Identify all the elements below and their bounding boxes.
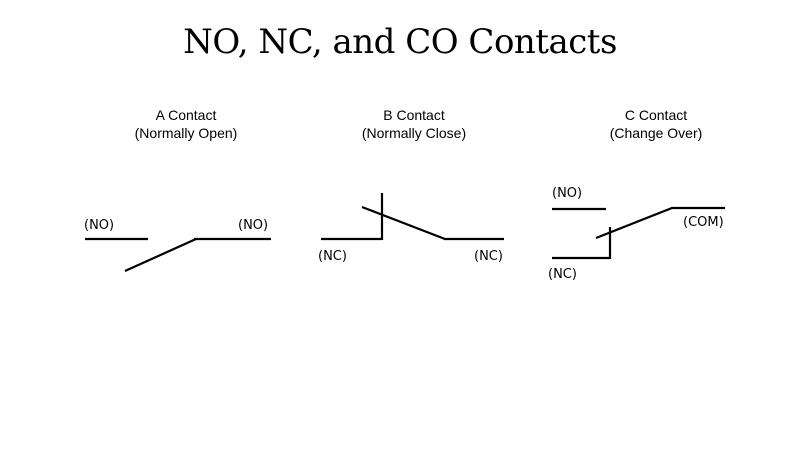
contact-c-nc-label: (NC)	[548, 267, 577, 282]
contact-b-left-label: (NC)	[318, 249, 347, 264]
contact-c-com-label: (COM)	[683, 215, 724, 230]
contact-c-symbol	[552, 206, 725, 260]
contact-a-left-label: (NO)	[84, 218, 115, 233]
contact-b-name: B Contact	[383, 107, 445, 123]
contact-b-heading: B Contact (Normally Close)	[304, 106, 524, 142]
contact-c-no-label: (NO)	[552, 186, 583, 201]
diagram-title: NO, NC, and CO Contacts	[183, 22, 617, 62]
contact-b-right-label: (NC)	[474, 249, 503, 264]
contact-a-open-blade	[124, 237, 197, 273]
contact-a-heading: A Contact (Normally Open)	[76, 106, 296, 142]
contact-c-name: C Contact	[624, 107, 688, 123]
contact-a-name: A Contact	[155, 107, 217, 123]
contact-c-heading: C Contact (Change Over)	[546, 106, 766, 142]
contact-a-desc: (Normally Open)	[134, 125, 238, 141]
contact-b-desc: (Normally Close)	[361, 125, 467, 141]
contact-b-symbol	[321, 193, 504, 241]
contact-b-closed-blade	[361, 205, 446, 241]
contact-c-blade	[595, 206, 673, 240]
contact-a-right-label: (NO)	[238, 218, 269, 233]
contact-a-symbol	[85, 237, 271, 273]
contact-c-desc: (Change Over)	[609, 125, 703, 141]
